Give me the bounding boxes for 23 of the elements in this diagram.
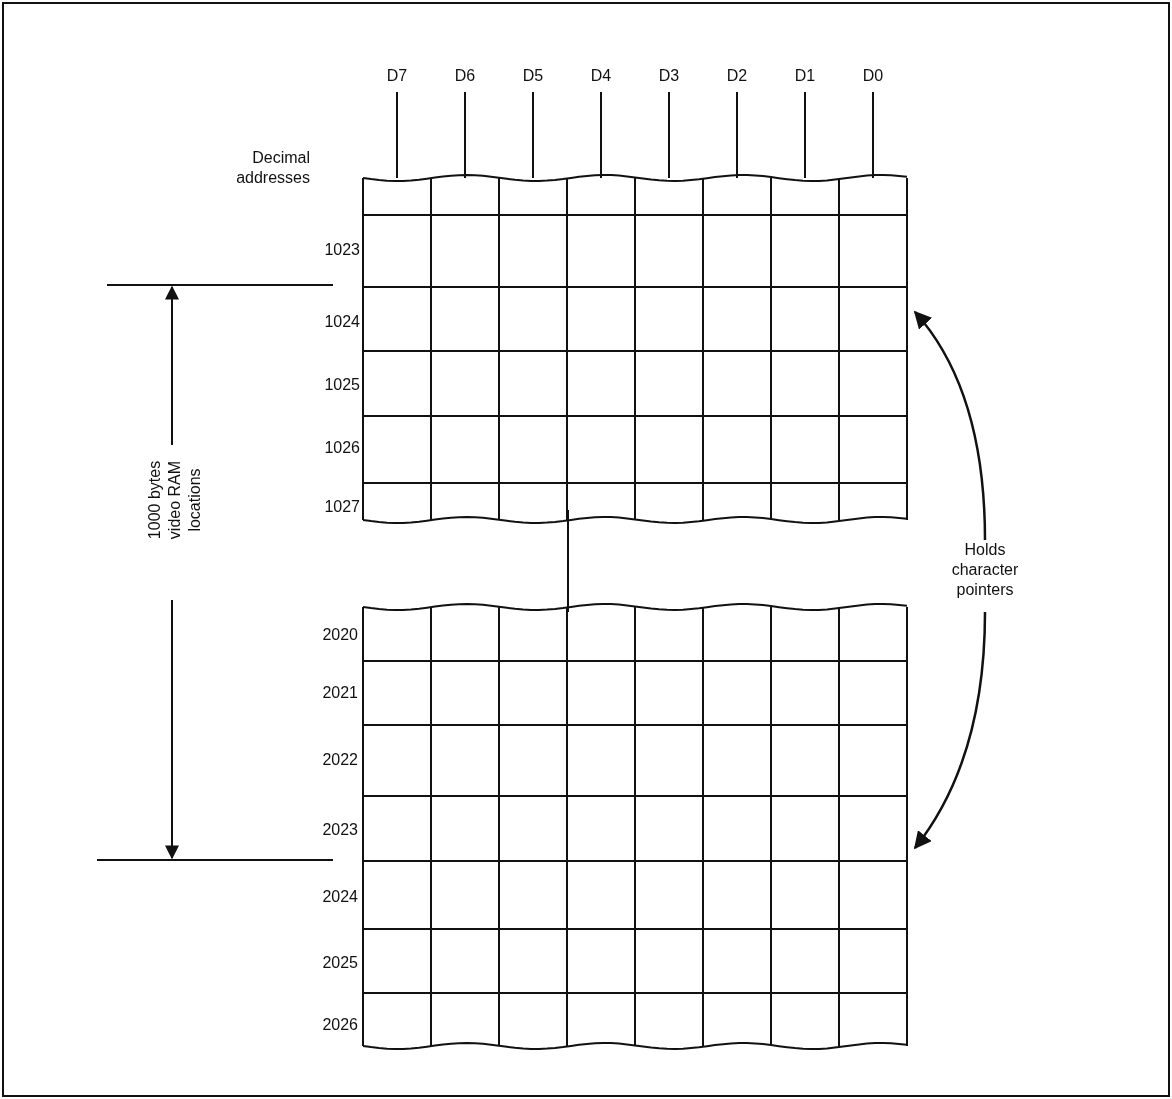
axis-heading: Decimal addresses bbox=[235, 148, 310, 188]
bit-label: D3 bbox=[657, 66, 681, 86]
address-label: 2022 bbox=[321, 750, 358, 770]
bit-label: D7 bbox=[385, 66, 409, 86]
address-label: 1027 bbox=[323, 497, 360, 517]
address-label: 2020 bbox=[321, 625, 358, 645]
dimension-label: 1000 bytes video RAM locations bbox=[145, 459, 204, 542]
bit-label: D0 bbox=[861, 66, 885, 86]
bit-label: D2 bbox=[725, 66, 749, 86]
bit-label: D4 bbox=[589, 66, 613, 86]
address-label: 2024 bbox=[321, 887, 358, 907]
callout-text: Holds character pointers bbox=[950, 540, 1020, 600]
address-label: 1023 bbox=[323, 240, 360, 260]
address-label: 2025 bbox=[321, 953, 358, 973]
address-label: 1024 bbox=[323, 312, 360, 332]
bit-label: D1 bbox=[793, 66, 817, 86]
address-label: 2023 bbox=[321, 820, 358, 840]
address-label: 1025 bbox=[323, 375, 360, 395]
bit-label: D6 bbox=[453, 66, 477, 86]
address-label: 2026 bbox=[321, 1015, 358, 1035]
address-label: 2021 bbox=[321, 683, 358, 703]
bit-label: D5 bbox=[521, 66, 545, 86]
address-label: 1026 bbox=[323, 438, 360, 458]
